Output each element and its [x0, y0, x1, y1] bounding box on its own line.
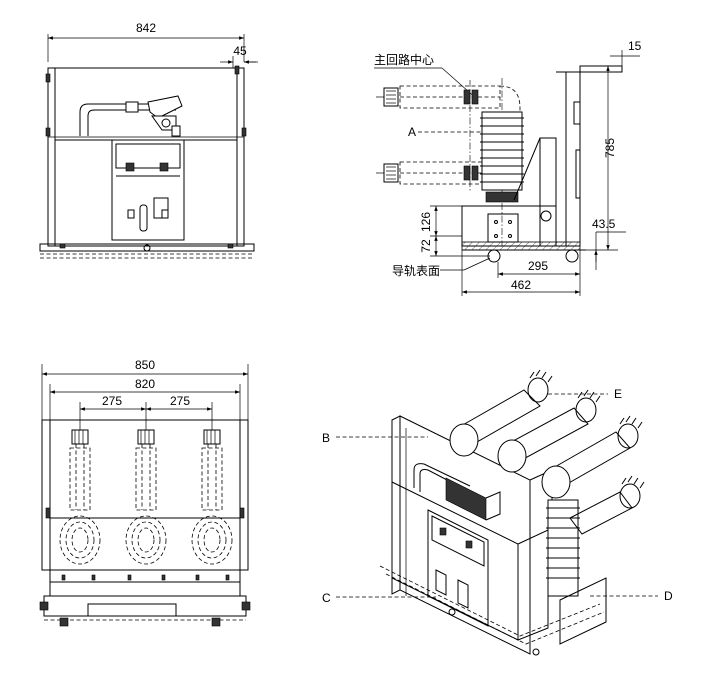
- isometric-view: B C D E: [322, 369, 673, 656]
- dim-462: 462: [511, 278, 531, 292]
- rear-view: 850 820 275 275: [39, 358, 251, 627]
- pole-center: [125, 429, 167, 565]
- dim-45: 45: [233, 44, 247, 58]
- dim-295: 295: [528, 259, 548, 273]
- dim-275-left: 275: [102, 394, 122, 408]
- dim-126: 126: [419, 212, 433, 232]
- label-c: C: [322, 591, 331, 605]
- dim-820: 820: [135, 377, 155, 391]
- pole-right: [191, 429, 233, 565]
- pole-insulator: [480, 111, 524, 203]
- dim-785: 785: [603, 138, 617, 158]
- dim-72: 72: [419, 239, 433, 253]
- label-a: A: [408, 125, 416, 139]
- label-d: D: [664, 589, 673, 603]
- dim-15: 15: [628, 39, 642, 53]
- dim-43-5: 43.5: [592, 217, 616, 231]
- side-view: 主回路中心: [374, 39, 642, 296]
- dim-850: 850: [135, 358, 155, 372]
- pole-left: [59, 429, 101, 565]
- label-main-circuit-center: 主回路中心: [374, 52, 434, 67]
- dim-842: 842: [136, 21, 156, 35]
- label-b: B: [322, 431, 330, 445]
- iso-contact-arms: [449, 369, 645, 535]
- label-rail-surface: 导轨表面: [392, 264, 440, 278]
- dim-275-right: 275: [170, 394, 190, 408]
- label-e: E: [614, 387, 622, 401]
- front-view: 842 45: [39, 21, 258, 259]
